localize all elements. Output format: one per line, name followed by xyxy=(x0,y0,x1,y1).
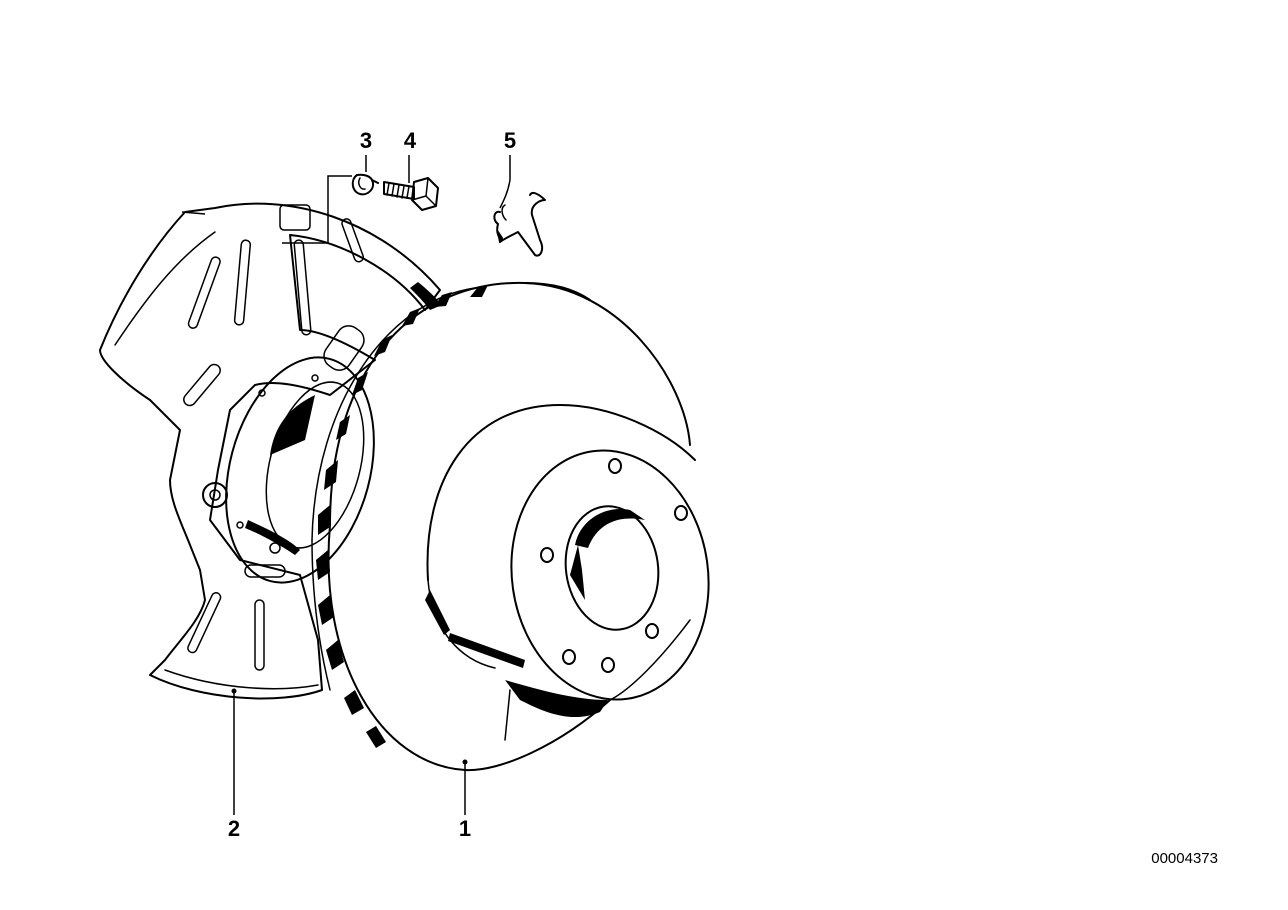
diagram-number: 00004373 xyxy=(1151,850,1218,867)
spring-clip-drawing xyxy=(493,191,546,257)
leader-lines xyxy=(181,155,511,815)
hex-bolt-drawing xyxy=(383,177,439,211)
callout-3: 3 xyxy=(360,128,372,153)
clip-drawing xyxy=(351,173,379,196)
callout-5: 5 xyxy=(504,128,516,153)
disc-vanes xyxy=(316,285,488,748)
callout-1: 1 xyxy=(459,816,471,841)
brake-disc-drawing xyxy=(311,281,710,772)
protection-plate-drawing xyxy=(99,202,442,700)
callout-4: 4 xyxy=(404,128,417,153)
callout-2: 2 xyxy=(228,816,240,841)
